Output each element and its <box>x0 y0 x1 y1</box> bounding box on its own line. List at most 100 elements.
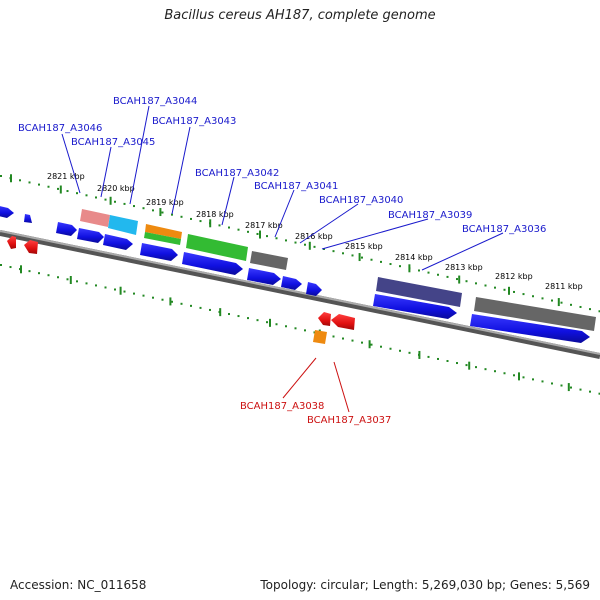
scale-dot <box>389 347 392 350</box>
scale-dot <box>465 364 468 367</box>
kbp-label-2812: 2812 kbp <box>495 272 533 281</box>
scale-dot <box>313 245 316 248</box>
scale-dot <box>161 298 164 301</box>
gene-block-a3042[interactable] <box>186 234 248 261</box>
gene-label-a3042[interactable]: BCAH187_A3042 <box>195 168 279 179</box>
scale-dot <box>247 230 249 233</box>
scale-dot <box>66 278 69 281</box>
scale-dot <box>190 304 192 307</box>
scale-dot <box>57 187 59 190</box>
forward-gene-arrow[interactable] <box>77 228 104 243</box>
scale-dot <box>228 313 230 316</box>
gene-label-a3045[interactable]: BCAH187_A3045 <box>71 137 155 148</box>
scale-dot <box>0 175 2 177</box>
gene-block-a3046[interactable] <box>80 209 110 227</box>
topology-text: Topology: circular; Length: 5,269,030 bp… <box>260 578 590 592</box>
forward-gene-arrow[interactable] <box>56 222 77 236</box>
forward-gene-arrow[interactable] <box>103 234 133 250</box>
forward-gene-arrow[interactable] <box>281 276 302 290</box>
forward-gene-arrow[interactable] <box>182 252 243 275</box>
scale-dot <box>589 308 591 311</box>
scale-dot <box>180 215 183 218</box>
scale-dot <box>332 335 335 338</box>
gene-block-a3043-green[interactable] <box>144 232 181 245</box>
leader-a3039 <box>321 218 429 250</box>
scale-dot <box>427 271 430 274</box>
scale-dot <box>85 194 88 197</box>
scale-dot <box>513 374 515 377</box>
label-leaders <box>61 105 504 413</box>
kbp-label-2820: 2820 kbp <box>97 184 135 193</box>
scale-major-tick <box>119 286 122 295</box>
scale-major-tick <box>368 340 371 349</box>
scale-dot <box>570 386 572 389</box>
gene-label-a3040[interactable]: BCAH187_A3040 <box>319 195 403 206</box>
outer-scale-ring <box>0 175 600 313</box>
scale-dot <box>560 384 563 387</box>
scale-dot <box>332 250 335 253</box>
gene-block-a3039[interactable] <box>376 277 462 307</box>
scale-dot <box>142 294 145 297</box>
scale-dot <box>589 390 591 393</box>
scale-dot <box>380 260 382 263</box>
kbp-label-2813: 2813 kbp <box>445 263 483 272</box>
reverse-gene-arrow[interactable] <box>24 240 38 254</box>
forward-gene-arrow[interactable] <box>373 294 457 319</box>
gene-block-a3045[interactable] <box>108 215 138 235</box>
scale-major-tick <box>169 297 172 306</box>
genome-backbone-highlight <box>0 230 600 355</box>
forward-gene-arrow[interactable] <box>0 205 14 218</box>
scale-dot <box>171 213 173 216</box>
gene-label-a3037[interactable]: BCAH187_A3037 <box>307 415 391 426</box>
scale-dot <box>28 181 31 184</box>
scale-dot <box>38 183 40 186</box>
scale-major-tick <box>508 286 510 295</box>
forward-gene-arrow[interactable] <box>470 314 590 343</box>
forward-gene-arrow[interactable] <box>24 214 32 223</box>
kbp-label-2818: 2818 kbp <box>196 210 234 219</box>
scale-major-tick <box>418 350 421 359</box>
scale-dot <box>446 275 449 278</box>
reverse-gene-arrow[interactable] <box>7 236 16 249</box>
scale-dot <box>256 232 259 235</box>
scale-dot <box>494 286 496 289</box>
scale-dot <box>180 302 183 305</box>
scale-dot <box>209 308 211 311</box>
gene-block-a3041[interactable] <box>250 251 288 270</box>
gene-block-a3036[interactable] <box>474 297 596 331</box>
scale-dot <box>218 224 221 227</box>
forward-gene-arrow[interactable] <box>306 282 322 296</box>
scale-dot <box>446 359 449 362</box>
scale-dot <box>522 293 525 296</box>
gene-block-a3038-orange[interactable] <box>313 330 327 344</box>
scale-dot <box>171 300 173 303</box>
scale-dot <box>247 317 249 320</box>
scale-dot <box>598 310 600 313</box>
gene-arrow-a3037[interactable] <box>331 314 355 330</box>
scale-dot <box>133 205 135 208</box>
scale-dot <box>427 355 430 358</box>
scale-dot <box>475 366 477 369</box>
scale-major-tick <box>358 253 361 262</box>
gene-label-a3041[interactable]: BCAH187_A3041 <box>254 181 338 192</box>
gene-label-a3038[interactable]: BCAH187_A3038 <box>240 401 324 412</box>
forward-gene-arrow[interactable] <box>247 268 281 285</box>
gene-label-a3044[interactable]: BCAH187_A3044 <box>113 96 197 107</box>
reverse-genes <box>7 236 355 344</box>
scale-dot <box>85 282 88 285</box>
scale-dot <box>342 252 344 255</box>
scale-dot <box>370 343 373 346</box>
scale-dot <box>541 297 544 300</box>
gene-label-a3036[interactable]: BCAH187_A3036 <box>462 224 546 235</box>
gene-block-a3043-orange[interactable] <box>145 224 182 239</box>
scale-dot <box>513 290 515 293</box>
gene-label-a3039[interactable]: BCAH187_A3039 <box>388 210 472 221</box>
scale-dot <box>114 288 116 291</box>
gene-label-a3043[interactable]: BCAH187_A3043 <box>152 116 236 127</box>
scale-dot <box>484 284 487 287</box>
gene-arrow-a3038[interactable] <box>318 312 331 326</box>
scale-dot <box>133 292 135 295</box>
gene-label-a3046[interactable]: BCAH187_A3046 <box>18 123 102 134</box>
forward-gene-arrow[interactable] <box>140 243 178 261</box>
scale-dot <box>389 263 392 266</box>
